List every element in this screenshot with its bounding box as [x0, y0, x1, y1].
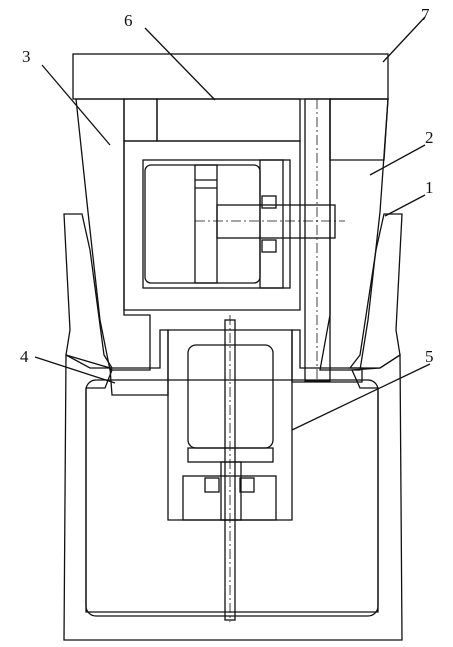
upper-liquid-chamber [144, 159, 291, 289]
label-7: 7 [421, 5, 430, 24]
label-6: 6 [124, 11, 133, 30]
horizontal-pin [195, 204, 345, 239]
label-3: 3 [22, 47, 31, 66]
leader-1 [384, 194, 426, 217]
top-cap-plate [72, 53, 389, 100]
inner-housing [123, 140, 301, 311]
vertical-shaft [304, 98, 331, 382]
label-5: 5 [425, 347, 434, 366]
label-4: 4 [20, 347, 29, 366]
bottom-container [63, 353, 403, 641]
leader-5 [291, 363, 431, 431]
label-2: 2 [425, 128, 434, 147]
leader-2 [369, 144, 426, 176]
leader-7 [382, 16, 426, 63]
center-rod [224, 315, 236, 622]
inner-cap-block [123, 98, 301, 142]
leader-6 [144, 27, 216, 101]
leader-4 [34, 356, 116, 384]
flange-plate [109, 329, 363, 396]
leader-3 [41, 64, 111, 146]
lower-cylinder [167, 329, 293, 521]
part-labels: 3 6 7 2 1 4 5 [20, 5, 434, 366]
label-1: 1 [425, 178, 434, 197]
leader-lines [34, 16, 431, 431]
